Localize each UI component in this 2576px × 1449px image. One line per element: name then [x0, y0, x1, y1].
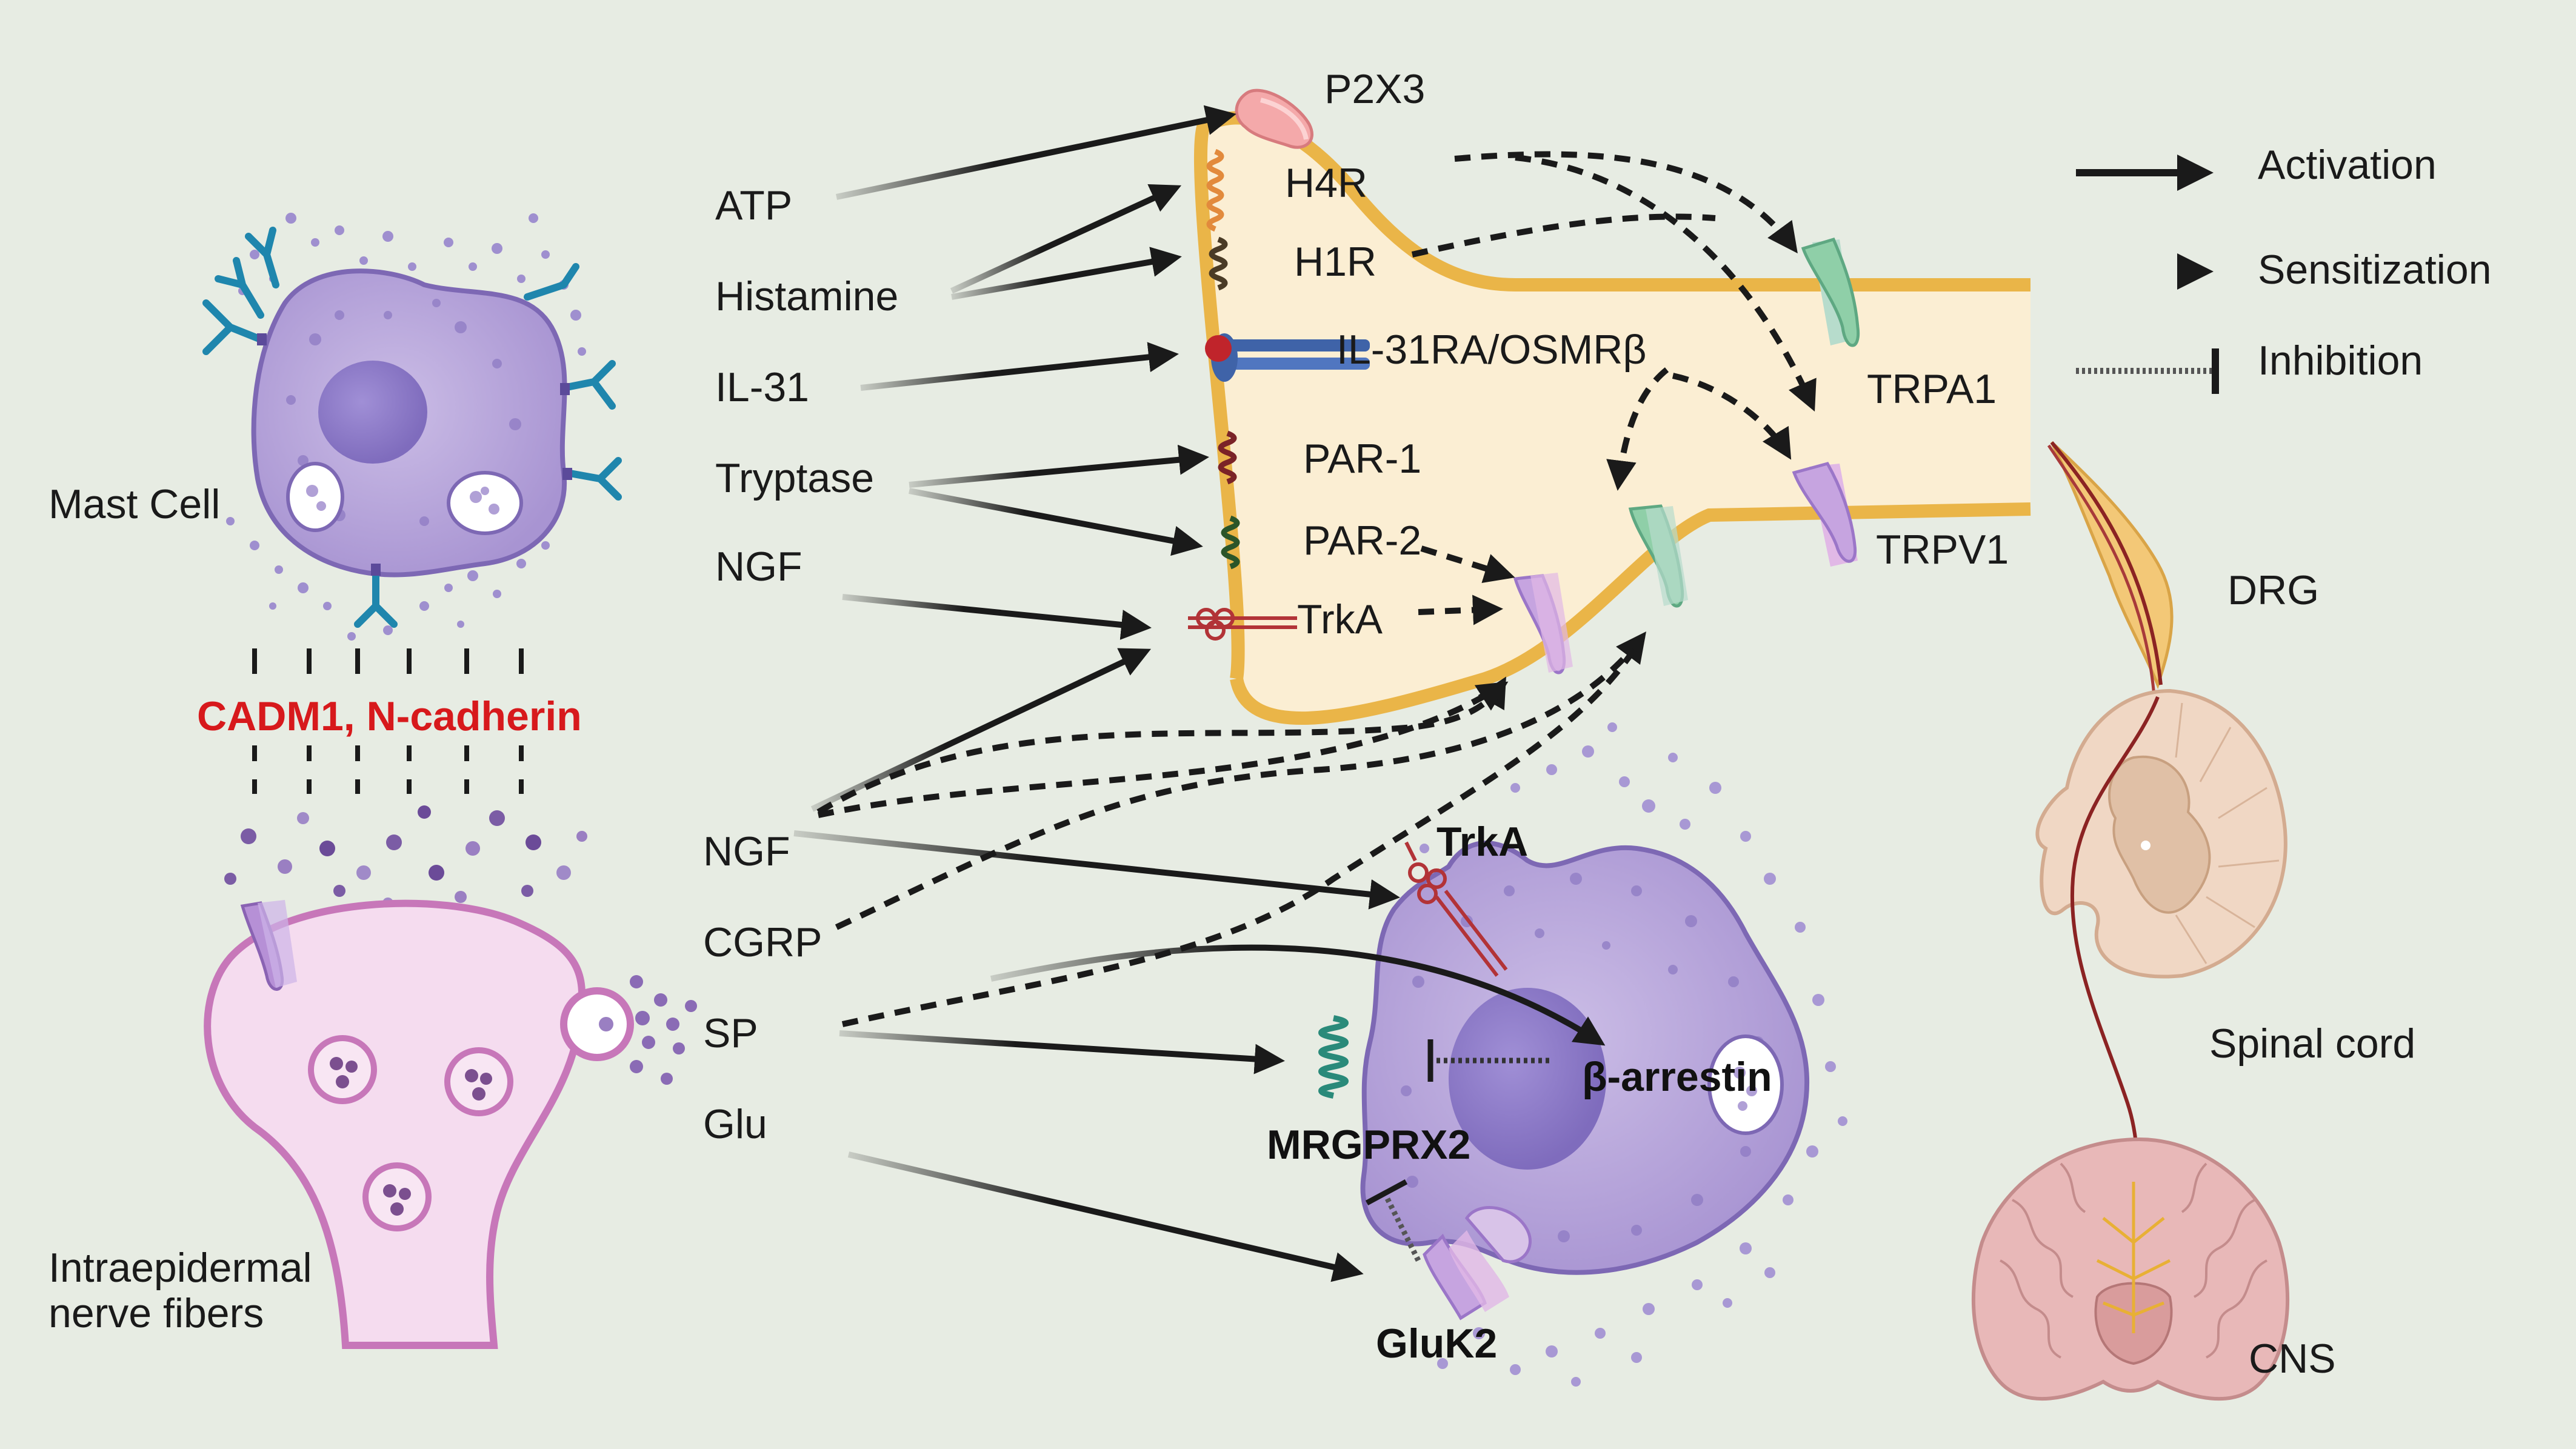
intraepidermal-nerve-fiber: [204, 899, 697, 1349]
sensitization-arrows: [816, 151, 1817, 1027]
trka-receptor-mast: [1404, 841, 1508, 977]
fiber-channel: [240, 900, 297, 991]
mediator-tryptase: Tryptase: [715, 455, 874, 501]
trpv1-channel-lower: [1513, 573, 1573, 675]
trpa1-channel-lower: [1628, 504, 1688, 608]
receptor-par2: PAR-2: [1303, 518, 1421, 564]
gluk2-receptor: [1423, 1206, 1532, 1321]
sensory-neuron-terminal: [1200, 118, 2030, 719]
receptor-par1: PAR-1: [1303, 436, 1421, 482]
mast-mediator-labels: ATP Histamine IL-31 Tryptase NGF: [715, 182, 898, 590]
mast-cell-bottom: [1318, 722, 1847, 1387]
trka-receptor-neuron: [1188, 608, 1297, 641]
il31ra-osmr-receptor: [1205, 333, 1370, 382]
nucleus-top: [318, 361, 427, 464]
h4r-receptor: [1206, 148, 1224, 232]
receptor-h1r: H1R: [1294, 239, 1376, 285]
mediator-histamine: Histamine: [715, 273, 898, 319]
nerve-mediator-cgrp: CGRP: [703, 919, 822, 965]
drg-label: DRG: [2227, 567, 2319, 613]
exocytosis-pore: [560, 987, 634, 1061]
adhesion-molecules-label: CADM1, N-cadherin: [197, 693, 582, 739]
gluk2-label: GluK2: [1376, 1321, 1497, 1367]
par2-receptor: [1221, 515, 1240, 570]
mrgprx2-receptor: [1318, 1015, 1349, 1099]
receptor-trka: TrkA: [1297, 596, 1383, 642]
adhesion-dashes: [252, 648, 524, 794]
mast-cell-top: [202, 213, 622, 641]
mediator-atp: ATP: [715, 182, 792, 228]
receptor-p2x3: P2X3: [1324, 66, 1425, 112]
brain-cns: [1971, 1137, 2290, 1401]
mediator-ngf: NGF: [715, 544, 802, 590]
mrgprx2-label: MRGPRX2: [1267, 1122, 1470, 1168]
mast-cell-label: Mast Cell: [48, 481, 220, 527]
nerve-mediator-sp: SP: [703, 1010, 758, 1056]
receptor-il31ra-osmr: IL-31RA/OSMRβ: [1336, 327, 1646, 373]
receptor-h4r: H4R: [1285, 160, 1367, 206]
trpa1-channel-upper: [1801, 237, 1860, 347]
beta-arrestin-label: β-arrestin: [1582, 1054, 1772, 1100]
channel-trpv1-label: TRPV1: [1876, 527, 2009, 573]
activation-arrows: [793, 105, 1606, 1282]
nerve-fiber-label-line1: Intraepidermal: [48, 1245, 312, 1291]
nerve-mediator-ngf: NGF: [703, 828, 790, 874]
antibody-icons: [202, 227, 622, 628]
nucleus-bottom: [1449, 988, 1606, 1170]
mediator-il31: IL-31: [715, 364, 809, 410]
nerve-mediator-glu: Glu: [703, 1101, 767, 1147]
synaptic-vesicles: [308, 1035, 513, 1231]
nerve-mediator-labels: NGF CGRP SP Glu: [703, 828, 822, 1147]
p2x3-receptor: [1235, 88, 1314, 149]
drg-ganglion: [2047, 441, 2174, 704]
par1-receptor: [1218, 430, 1237, 485]
h1r-receptor: [1209, 236, 1228, 291]
legend-inhibition-label: Inhibition: [2258, 338, 2423, 384]
legend-sensitization-label: Sensitization: [2258, 247, 2492, 293]
inhibition-markers: [1365, 1039, 1552, 1262]
granule-cloud-top: [226, 213, 586, 641]
channel-trpa1-label: TRPA1: [1867, 366, 1997, 412]
cns-label: CNS: [2249, 1336, 2336, 1382]
legend-activation-label: Activation: [2258, 142, 2437, 188]
legend: Activation Sensitization Inhibition: [2076, 142, 2492, 394]
mast-trka-label: TrkA: [1436, 819, 1528, 865]
nerve-fiber-label-line2: nerve fibers: [48, 1290, 264, 1336]
spinal-cord: [2035, 688, 2287, 979]
spinal-cord-label: Spinal cord: [2209, 1021, 2415, 1067]
neuron-receptor-labels: P2X3 H4R H1R IL-31RA/OSMRβ PAR-1 PAR-2 T…: [1285, 66, 1646, 642]
released-granules: [224, 805, 587, 908]
trpv1-channel-right: [1792, 462, 1858, 567]
